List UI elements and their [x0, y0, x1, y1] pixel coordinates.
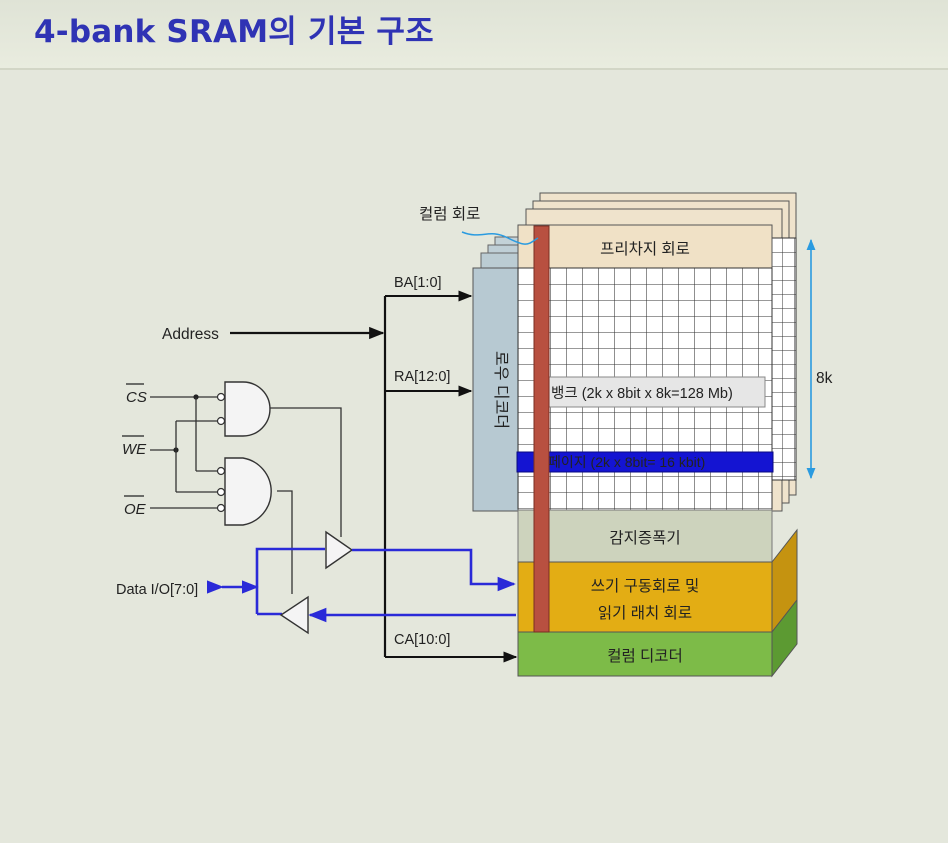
column-circuit-callout	[461, 231, 539, 245]
ba-label: BA[1:0]	[394, 275, 442, 291]
column-circuit-bar	[533, 225, 550, 633]
column-decoder-block: 컬럼 디코더	[517, 598, 798, 678]
write-driver-label-1: 쓰기 구동회로 및	[591, 577, 699, 595]
page-label: 페이지 (2k x 8bit= 16 kbit)	[548, 454, 705, 470]
size-8k-label: 8k	[816, 370, 833, 387]
column-decoder-label: 컬럼 디코더	[607, 647, 683, 665]
header-band	[0, 0, 948, 70]
write-driver-block: 쓰기 구동회로 및 읽기 래치 회로	[517, 528, 798, 634]
we-label: WE	[122, 441, 147, 458]
row-decoder-label: 로우 디코더	[492, 351, 510, 429]
front-bank: 뱅크 (2k x 8bit x 8k=128 Mb) 페이지 (2k x 8bi…	[516, 224, 774, 511]
data-io-path: Data I/O[7:0]	[116, 530, 516, 635]
precharge-label: 프리차지 회로	[600, 240, 690, 258]
column-circuit-label: 컬럼 회로	[419, 205, 480, 223]
write-driver-label-2: 읽기 래치 회로	[598, 604, 692, 622]
sense-amp-label: 감지증폭기	[609, 529, 680, 547]
oe-label: OE	[124, 501, 147, 518]
bank-label: 뱅크 (2k x 8bit x 8k=128 Mb)	[551, 385, 733, 402]
control-logic: CS WE OE	[122, 381, 342, 594]
ca-label: CA[10:0]	[394, 632, 450, 648]
sense-amp-block: 감지증폭기	[517, 509, 773, 563]
cs-label: CS	[126, 389, 147, 406]
page-title: 4-bank SRAM의 기본 구조	[34, 14, 434, 50]
data-io-label: Data I/O[7:0]	[116, 582, 198, 598]
ra-label: RA[12:0]	[394, 369, 450, 385]
address-label: Address	[162, 326, 219, 343]
